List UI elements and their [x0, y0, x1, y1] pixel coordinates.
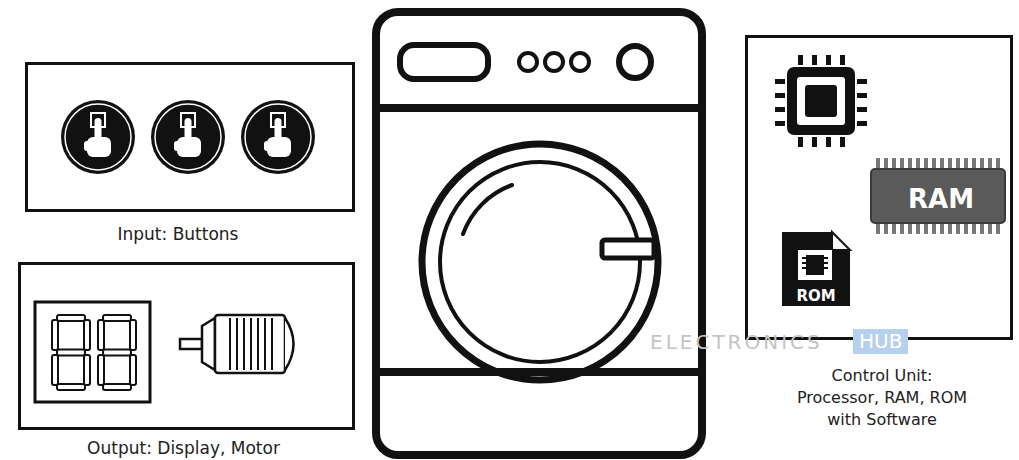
- rom-icon: [782, 232, 850, 306]
- component-box: RAMROMControl Unit: Processor, RAM, ROM …: [745, 35, 1013, 340]
- motor-symbol: [180, 315, 294, 373]
- component-box: Input: Buttons: [25, 62, 355, 212]
- component-box: Output: Display, Motor: [18, 262, 355, 430]
- washing-machine: [376, 12, 702, 455]
- chip-label: RAM: [874, 172, 1008, 226]
- node-caption: Control Unit: Processor, RAM, ROM with S…: [792, 365, 972, 431]
- processor-icon: [780, 60, 862, 142]
- chip-label: ROM: [782, 287, 850, 305]
- watermark: HUB: [853, 329, 908, 354]
- watermark: ELECTRONICS: [650, 330, 823, 355]
- touch-button: [61, 100, 135, 174]
- node-caption: Output: Display, Motor: [21, 437, 346, 459]
- seven-segment-display: [35, 302, 150, 402]
- touch-button: [151, 100, 225, 174]
- touch-button: [241, 100, 315, 174]
- node-caption: Input: Buttons: [28, 223, 328, 245]
